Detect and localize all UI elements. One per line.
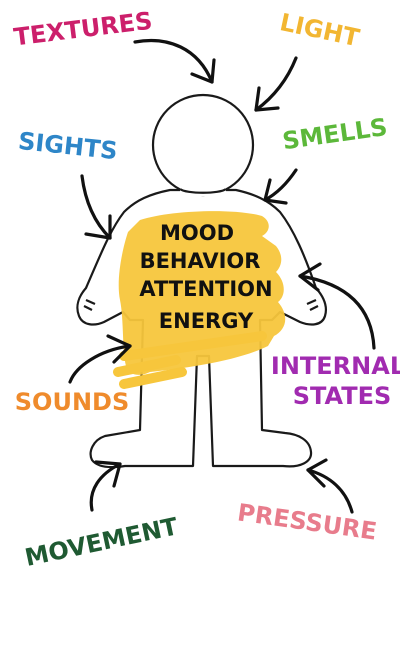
core-energy: ENERGY: [159, 309, 254, 333]
core-attention: ATTENTION: [139, 277, 272, 301]
label-smells: SMELLS: [281, 113, 389, 155]
sounds-arrow-icon: [68, 334, 132, 384]
highlight-scribble: [113, 211, 286, 389]
movement-arrow-icon: [89, 460, 122, 512]
label-pressure: PRESSURE: [236, 498, 379, 545]
label-textures: TEXTURES: [12, 7, 154, 52]
core-mood: MOOD: [160, 221, 234, 245]
sights-arrow-icon: [80, 174, 112, 240]
light-arrow-icon: [254, 56, 298, 112]
label-sights: SIGHTS: [17, 127, 119, 165]
pressure-arrow-icon: [306, 458, 354, 514]
label-movement: MOVEMENT: [22, 512, 180, 572]
smells-arrow-icon: [263, 168, 298, 205]
textures-arrow-icon: [133, 38, 216, 84]
label-states: STATES: [293, 382, 392, 410]
arrows: [68, 38, 376, 514]
label-light: LIGHT: [277, 8, 362, 52]
label-sounds: SOUNDS: [15, 388, 129, 416]
internal-states-arrow-icon: [298, 262, 376, 350]
core-behavior: BEHAVIOR: [140, 249, 261, 273]
core-text-block: MOOD BEHAVIOR ATTENTION ENERGY: [139, 221, 272, 333]
label-internal: INTERNAL: [271, 352, 400, 380]
